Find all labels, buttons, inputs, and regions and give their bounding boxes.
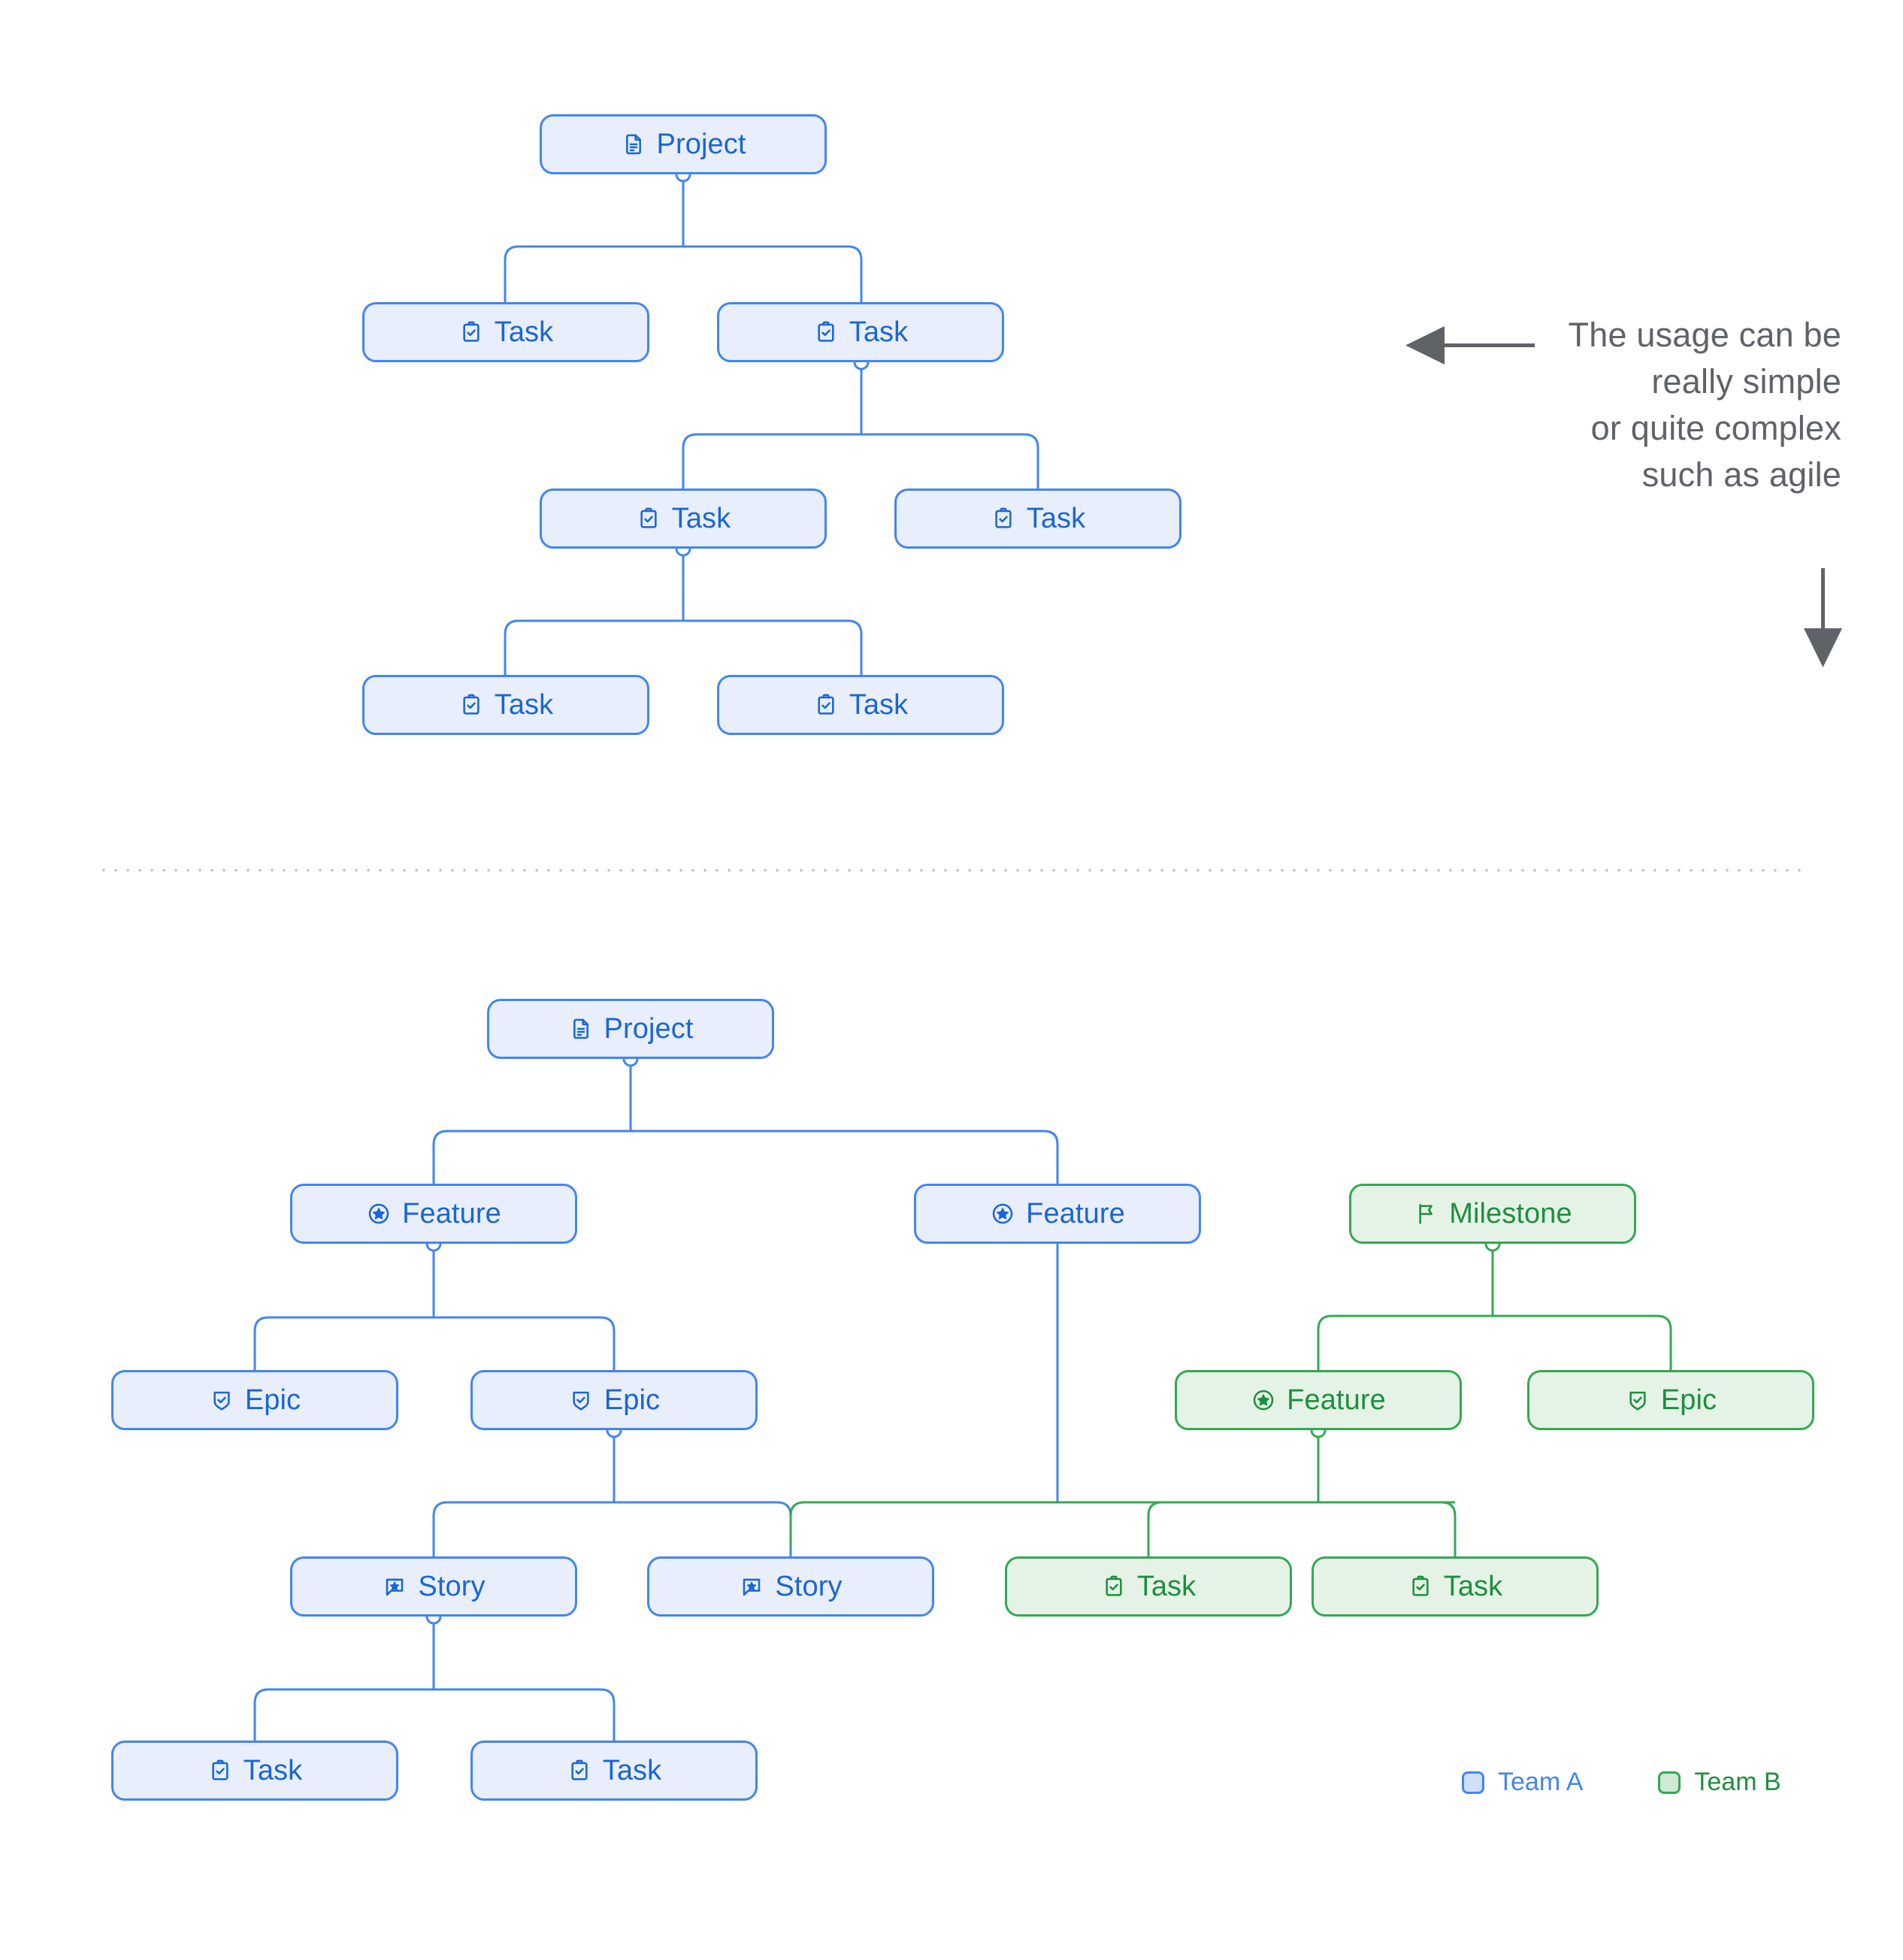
feature-star-icon bbox=[366, 1201, 392, 1227]
task-clipboard-icon bbox=[636, 506, 661, 531]
feature-star-icon bbox=[1251, 1387, 1276, 1413]
legend-label-team-b: Team B bbox=[1694, 1768, 1781, 1796]
node-label: Story bbox=[418, 1571, 486, 1602]
node-label: Epic bbox=[604, 1384, 661, 1416]
node-s-task-1[interactable]: Task bbox=[362, 302, 649, 362]
node-s-task-6[interactable]: Task bbox=[717, 675, 1004, 735]
task-clipboard-icon bbox=[567, 1758, 592, 1783]
annotation-text: The usage can be really simple or quite … bbox=[1488, 312, 1841, 498]
node-a-feature-3[interactable]: Feature bbox=[1175, 1370, 1462, 1430]
legend-item-team-a: Team A bbox=[1462, 1768, 1583, 1797]
node-a-task-g1[interactable]: Task bbox=[1005, 1556, 1292, 1617]
node-label: Task bbox=[1443, 1571, 1503, 1602]
arrow-down-icon bbox=[1804, 568, 1842, 667]
node-a-feature-1[interactable]: Feature bbox=[290, 1184, 577, 1244]
node-a-epic-2[interactable]: Epic bbox=[470, 1370, 758, 1430]
node-label: Task bbox=[849, 316, 909, 348]
task-clipboard-icon bbox=[991, 506, 1016, 531]
node-label: Task bbox=[1136, 1571, 1197, 1602]
legend-swatch-team-b bbox=[1658, 1771, 1681, 1794]
node-label: Task bbox=[671, 503, 731, 534]
node-a-epic-3[interactable]: Epic bbox=[1527, 1370, 1814, 1430]
section-divider bbox=[98, 869, 1804, 872]
node-s-project[interactable]: Project bbox=[540, 114, 827, 174]
node-label: Epic bbox=[1660, 1384, 1717, 1416]
task-clipboard-icon bbox=[813, 319, 839, 345]
node-s-task-5[interactable]: Task bbox=[362, 675, 649, 735]
node-a-task-g2[interactable]: Task bbox=[1312, 1556, 1599, 1617]
node-label: Task bbox=[494, 689, 554, 721]
story-bubble-icon bbox=[739, 1574, 764, 1599]
task-clipboard-icon bbox=[458, 319, 484, 345]
node-label: Task bbox=[243, 1755, 303, 1786]
node-s-task-3[interactable]: Task bbox=[540, 488, 827, 549]
node-label: Feature bbox=[402, 1198, 501, 1230]
annotation-line: or quite complex bbox=[1590, 409, 1841, 448]
node-label: Project bbox=[604, 1013, 694, 1045]
node-label: Story bbox=[775, 1571, 843, 1602]
task-clipboard-icon bbox=[458, 692, 484, 718]
node-label: Milestone bbox=[1449, 1198, 1572, 1230]
node-s-task-4[interactable]: Task bbox=[894, 488, 1181, 549]
node-a-epic-1[interactable]: Epic bbox=[111, 1370, 398, 1430]
node-label: Feature bbox=[1026, 1198, 1125, 1230]
task-clipboard-icon bbox=[813, 692, 839, 718]
legend: Team A Team B bbox=[1462, 1768, 1781, 1797]
annotation-line: such as agile bbox=[1641, 455, 1841, 495]
task-clipboard-icon bbox=[207, 1758, 233, 1783]
document-icon bbox=[621, 132, 646, 157]
task-clipboard-icon bbox=[1101, 1574, 1127, 1599]
task-clipboard-icon bbox=[1408, 1574, 1433, 1599]
node-a-story-1[interactable]: Story bbox=[290, 1556, 577, 1617]
annotation-line: The usage can be bbox=[1568, 316, 1841, 354]
node-a-project[interactable]: Project bbox=[487, 999, 774, 1059]
node-label: Project bbox=[656, 129, 746, 160]
node-a-task-b1[interactable]: Task bbox=[111, 1741, 398, 1801]
node-a-story-2[interactable]: Story bbox=[647, 1556, 934, 1617]
feature-star-icon bbox=[990, 1201, 1015, 1227]
annotation-line: really simple bbox=[1651, 362, 1841, 401]
node-s-task-2[interactable]: Task bbox=[717, 302, 1004, 362]
document-icon bbox=[568, 1016, 594, 1042]
legend-label-team-a: Team A bbox=[1498, 1768, 1584, 1796]
node-label: Feature bbox=[1287, 1384, 1386, 1416]
epic-shield-icon bbox=[209, 1387, 234, 1413]
story-bubble-icon bbox=[382, 1574, 407, 1599]
node-label: Task bbox=[602, 1755, 662, 1786]
epic-shield-icon bbox=[568, 1387, 594, 1413]
node-a-feature-2[interactable]: Feature bbox=[914, 1184, 1201, 1244]
epic-shield-icon bbox=[1625, 1387, 1650, 1413]
legend-item-team-b: Team B bbox=[1658, 1768, 1781, 1797]
node-a-task-b2[interactable]: Task bbox=[470, 1741, 758, 1801]
node-label: Epic bbox=[244, 1384, 301, 1416]
node-a-milestone[interactable]: Milestone bbox=[1349, 1184, 1636, 1244]
legend-swatch-team-a bbox=[1462, 1771, 1484, 1794]
node-label: Task bbox=[494, 316, 554, 348]
milestone-flag-icon bbox=[1413, 1201, 1439, 1227]
node-label: Task bbox=[849, 689, 909, 721]
node-label: Task bbox=[1026, 503, 1086, 534]
